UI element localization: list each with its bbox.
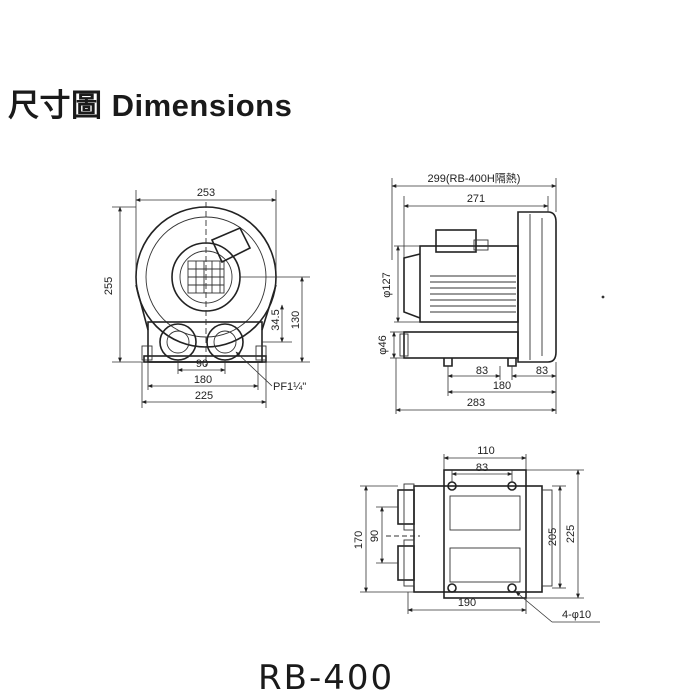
label-pf-thread: PF1¼" [273, 381, 306, 393]
dim-phi127: φ127 [381, 272, 393, 298]
port-right [206, 323, 244, 361]
dim-225: 225 [195, 390, 213, 402]
page-title: 尺寸圖 Dimensions [8, 88, 293, 123]
side-end-cap [403, 253, 421, 319]
dim-255: 255 [103, 277, 115, 295]
bottom-base [443, 469, 527, 599]
dim-271: 271 [467, 193, 485, 205]
dim-83-bottom: 83 [476, 462, 488, 474]
stray-dot [601, 295, 605, 299]
dim-phi46: φ46 [377, 335, 389, 354]
side-blower-housing [517, 211, 557, 363]
front-view: 253 255 34.5 130 90 180 225 PF1¼" [103, 187, 310, 408]
side-terminal-box [435, 229, 477, 253]
hole-4 [507, 583, 517, 593]
dim-299: 299(RB-400H隔熱) [428, 172, 521, 185]
dim-205: 205 [547, 528, 559, 546]
bottom-port-top [397, 489, 415, 525]
dim-110: 110 [477, 445, 495, 457]
dim-225-bottom: 225 [565, 525, 577, 543]
side-outlet-tube [403, 331, 519, 359]
dim-253: 253 [197, 187, 215, 199]
dim-83-b: 83 [536, 365, 548, 377]
dim-180-side: 180 [493, 380, 511, 392]
label-holes: 4-φ10 [562, 609, 591, 621]
side-view: 299(RB-400H隔熱) 271 φ127 φ46 83 83 180 28… [377, 172, 557, 414]
dim-90: 90 [196, 358, 208, 370]
dim-90-bottom: 90 [369, 530, 381, 542]
front-nameplate [210, 226, 252, 264]
dim-34-5: 34.5 [270, 309, 282, 330]
dim-130: 130 [290, 311, 302, 329]
dim-190: 190 [458, 597, 476, 609]
bottom-body [413, 485, 543, 593]
front-fan-grid [187, 260, 225, 294]
bottom-port-bottom [397, 545, 415, 581]
bottom-view: 110 83 170 90 205 225 190 4-φ10 [353, 445, 600, 623]
model-number: RB-400 [258, 658, 395, 698]
dim-170: 170 [353, 531, 365, 549]
dim-180: 180 [194, 374, 212, 386]
side-motor-fins [430, 275, 516, 313]
dim-283: 283 [467, 397, 485, 409]
side-motor [419, 245, 519, 323]
hole-3 [447, 583, 457, 593]
dim-83-a: 83 [476, 365, 488, 377]
